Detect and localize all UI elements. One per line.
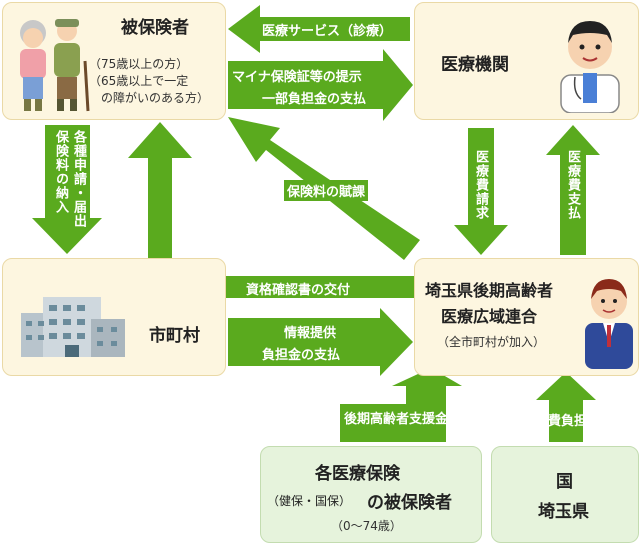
insured-line2: （65歳以上で一定 xyxy=(89,74,189,88)
label-claim: 医療費請求 xyxy=(473,150,488,220)
label-applications2: 保険料の納入 xyxy=(53,130,68,214)
insurers-box: 各医療保険 （健保・国保） の被保険者 （0〜74歳） xyxy=(260,446,482,543)
label-info1: 情報提供 xyxy=(284,326,337,341)
official-icon xyxy=(585,279,633,369)
arrow-claim xyxy=(454,128,508,255)
label-copay: 一部負担金の支払 xyxy=(262,92,367,107)
insured-line1: （75歳以上の方） xyxy=(89,57,189,71)
label-payment: 医療費支払 xyxy=(565,150,580,220)
municipality-box: 市町村 xyxy=(2,258,226,376)
label-qualification: 資格確認書の交付 xyxy=(246,283,351,298)
insurers-title2a: （健保・国保） xyxy=(267,494,352,508)
label-premium-levy: 保険料の賦課 xyxy=(284,180,369,201)
label-info2: 負担金の支払 xyxy=(262,348,341,363)
gov-line2: 埼玉県 xyxy=(538,502,589,522)
label-medical-service: 医療サービス（診療） xyxy=(262,24,393,39)
insured-box: 被保険者 （75歳以上の方） （65歳以上で一定 の障がいのある方） xyxy=(2,2,226,120)
insured-title: 被保険者 xyxy=(121,18,189,38)
arrow-medical-service xyxy=(228,5,410,53)
elderly-couple-icon xyxy=(20,19,90,112)
label-card-present: マイナ保険証等の提示 xyxy=(232,70,362,85)
city-hall-icon xyxy=(21,297,125,357)
union-box: 埼玉県後期高齢者 医療広域連合 （全市町村が加入） xyxy=(414,258,639,376)
doctor-icon xyxy=(560,21,620,113)
municipality-title: 市町村 xyxy=(149,326,200,346)
union-title1: 埼玉県後期高齢者 xyxy=(425,281,554,300)
arrow-info xyxy=(228,308,413,376)
arrow-payment xyxy=(546,125,600,255)
gov-line1: 国 xyxy=(556,472,573,492)
insurers-title2b: の被保険者 xyxy=(367,493,452,513)
arrow-public xyxy=(536,372,596,442)
insurers-title1: 各医療保険 xyxy=(315,464,400,484)
gov-box: 国 埼玉県 xyxy=(491,446,639,543)
insurers-sub: （0〜74歳） xyxy=(331,519,402,533)
medical-box: 医療機関 xyxy=(414,2,639,120)
arrow-copay xyxy=(228,49,413,121)
union-sub: （全市町村が加入） xyxy=(437,335,546,349)
insured-line3: の障がいのある方） xyxy=(101,91,210,105)
label-applications1: 各種申請・届出 xyxy=(71,130,86,228)
label-public: 公費負担 xyxy=(535,414,588,429)
label-support: 後期高齢者支援金 xyxy=(344,412,449,427)
union-title2: 医療広域連合 xyxy=(441,307,538,326)
arrow-applications xyxy=(32,125,102,254)
arrow-support xyxy=(340,368,462,442)
medical-title: 医療機関 xyxy=(441,55,509,75)
